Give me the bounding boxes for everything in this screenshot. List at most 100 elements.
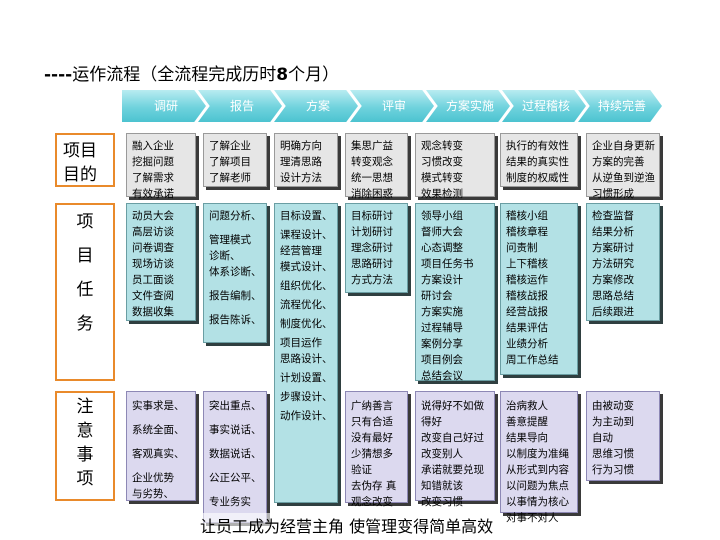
purpose-box-line: 制度的权威性 (506, 172, 569, 184)
tasks-box-line: 领导小组 (421, 210, 463, 222)
notes-box-line: 以事情为核心 (506, 496, 569, 508)
footer-slogan: 让员工成为经营主角 使管理变得简单高效 (200, 513, 494, 537)
tasks-box-5: 领导小组督师大会心态调整项目任务书方案设计研讨会方案实施过程辅导案例分享项目例会… (415, 203, 495, 382)
tasks-box-line: 问卷调查 (132, 242, 174, 254)
notes-box-line: 结果导向 (506, 432, 548, 444)
tasks-box-line: 检查监督 (592, 210, 634, 222)
tasks-box-line: 后续跟进 (592, 306, 634, 318)
notes-box-line: 思维习惯 (592, 448, 634, 460)
purpose-box-line: 习惯改变 (421, 156, 463, 168)
tasks-box-line: 上下稽核 (506, 258, 548, 270)
notes-box-line: 广纳善言 (351, 400, 393, 412)
page-title: ----运作流程（全流程完成历时8个月） (44, 60, 339, 85)
phase-arrow-1: 调研 (122, 90, 206, 122)
row-label-tasks-char: 务 (76, 314, 94, 334)
notes-box-1: 实事求是、 系统全面、 客观真实、 企业优势与劣势、 (126, 391, 196, 501)
notes-box-line: 只有合适 (351, 416, 393, 428)
tasks-box-2: 问题分析、 管理模式诊断、体系诊断、 报告编制、 报告陈诉、 (203, 203, 267, 343)
tasks-box-line: 方案修改 (592, 274, 634, 286)
phase-arrow-3: 方案 (274, 90, 358, 122)
tasks-box-line: 数据收集 (132, 306, 174, 318)
purpose-box-2: 了解企业了解项目了解老师 (203, 133, 267, 187)
tasks-box-line: 动员大会 (132, 210, 174, 222)
notes-box-line: 说得好不如做 (421, 400, 484, 412)
notes-box-7: 由被动变为主动到自动思维习惯行为习惯 (586, 391, 660, 481)
purpose-box-line: 有效承诺 (132, 188, 174, 200)
tasks-box-1: 动员大会高层访谈问卷调查现场访谈员工面谈文件查阅数据收集 (126, 203, 196, 321)
notes-box-line (132, 462, 195, 470)
tasks-box-line: 高层访谈 (132, 226, 174, 238)
notes-box-line: 从形式到内容 (506, 464, 569, 476)
tasks-box-line: 研讨会 (421, 290, 453, 302)
notes-box-line: 改变习惯 (421, 496, 463, 508)
notes-box-5: 说得好不如做得好改变自己好过改变别人承诺就要兑现知错就该改变习惯 (415, 391, 495, 508)
tasks-box-line: 项目例会 (421, 354, 463, 366)
tasks-box-line: 流程优化、 (280, 299, 333, 311)
purpose-box-7: 企业自身更新方案的完善从逆鱼到逆渔习惯形成 (586, 133, 660, 200)
row-label-tasks-char: 任 (76, 280, 94, 300)
purpose-box-line: 明确方向 (280, 140, 322, 152)
tasks-box-line: 项目任务书 (421, 258, 474, 270)
row-label-tasks-char: 项 (76, 212, 94, 232)
phase-arrow-5: 方案实施 (426, 90, 510, 122)
notes-box-2: 突出重点、 事实说话、 数据说话、 公正公平、 专业务实 (203, 391, 267, 523)
notes-box-line: 自动 (592, 432, 613, 444)
tasks-box-line: 文件查阅 (132, 290, 174, 302)
tasks-box-7: 检查监督结果分析方案研讨方法研究方案修改思路总结后续跟进 (586, 203, 660, 321)
row-label-notes-char: 项 (76, 469, 94, 489)
phase-arrow-7: 持续完善 (578, 90, 662, 122)
tasks-box-line: 步骤设计、 (280, 391, 333, 403)
notes-box-line: 客观真实、 (132, 448, 185, 460)
purpose-box-line: 消除困惑 (351, 188, 393, 200)
purpose-box-line: 了解项目 (209, 156, 251, 168)
tasks-box-line: 结果评估 (506, 322, 548, 334)
tasks-box-line: 目标设置、 (280, 210, 333, 222)
notes-box-line: 公正公平、 (209, 472, 262, 484)
notes-box-line: 没有最好 (351, 432, 393, 444)
tasks-box-line: 问责制 (506, 242, 538, 254)
purpose-box-1: 融入企业挖掘问题了解需求有效承诺 (126, 133, 196, 200)
tasks-box-line: 过程辅导 (421, 322, 463, 334)
title-suffix: 个月） (288, 65, 340, 85)
notes-box-line: 行为习惯 (592, 464, 634, 476)
notes-box-line: 企业优势 (132, 472, 174, 484)
tasks-box-3: 目标设置、 课程设计、经营管理模式设计、 组织优化、 流程优化、 制度优化、 项… (274, 203, 338, 503)
notes-box-line: 治病救人 (506, 400, 548, 412)
notes-box-line (209, 462, 266, 470)
tasks-box-line: 心态调整 (421, 242, 463, 254)
purpose-box-line: 效果检测 (421, 188, 463, 200)
notes-box-line: 由被动变 (592, 400, 634, 412)
tasks-box-line: 报告陈诉、 (209, 314, 262, 326)
tasks-box-line: 诊断、 (209, 250, 241, 262)
tasks-box-line: 业绩分析 (506, 338, 548, 350)
tasks-box-line: 计划研讨 (351, 226, 393, 238)
purpose-box-line: 执行的有效性 (506, 140, 569, 152)
tasks-box-line (209, 280, 266, 288)
purpose-box-line: 从逆鱼到逆渔 (592, 172, 655, 184)
notes-box-line: 数据说话、 (209, 448, 262, 460)
tasks-box-line: 思路设计、 (280, 353, 333, 365)
purpose-box-line: 设计方法 (280, 172, 322, 184)
phase-arrow-label: 持续完善 (597, 98, 646, 113)
phase-arrow-label: 方案实施 (445, 98, 494, 113)
notes-box-line: 对事不对人 (506, 512, 559, 524)
phase-arrow-label: 调研 (153, 98, 178, 113)
tasks-box-line: 计划设置、 (280, 372, 333, 384)
notes-box-line: 专业务实 (209, 496, 251, 508)
notes-box-line: 系统全面、 (132, 424, 185, 436)
tasks-box-line: 管理模式 (209, 234, 251, 246)
notes-box-line: 善意提醒 (506, 416, 548, 428)
purpose-box-line: 了解需求 (132, 172, 174, 184)
tasks-box-line: 结果分析 (592, 226, 634, 238)
purpose-box-line: 转变观念 (351, 156, 393, 168)
notes-box-line: 承诺就要兑现 (421, 464, 484, 476)
notes-box-line: 观念改变 (351, 496, 393, 508)
tasks-box-line: 稽核小组 (506, 210, 548, 222)
notes-box-line (209, 414, 266, 422)
notes-box-4: 广纳善言只有合适没有最好少猜想多验证去伪存 真观念改变 (345, 391, 408, 508)
tasks-box-line (209, 304, 266, 312)
tasks-box-line: 目标研讨 (351, 210, 393, 222)
phase-arrow-label: 过程稽核 (521, 98, 570, 113)
purpose-box-line: 理清思路 (280, 156, 322, 168)
row-label-notes: 注 意 事 项 (55, 391, 115, 501)
